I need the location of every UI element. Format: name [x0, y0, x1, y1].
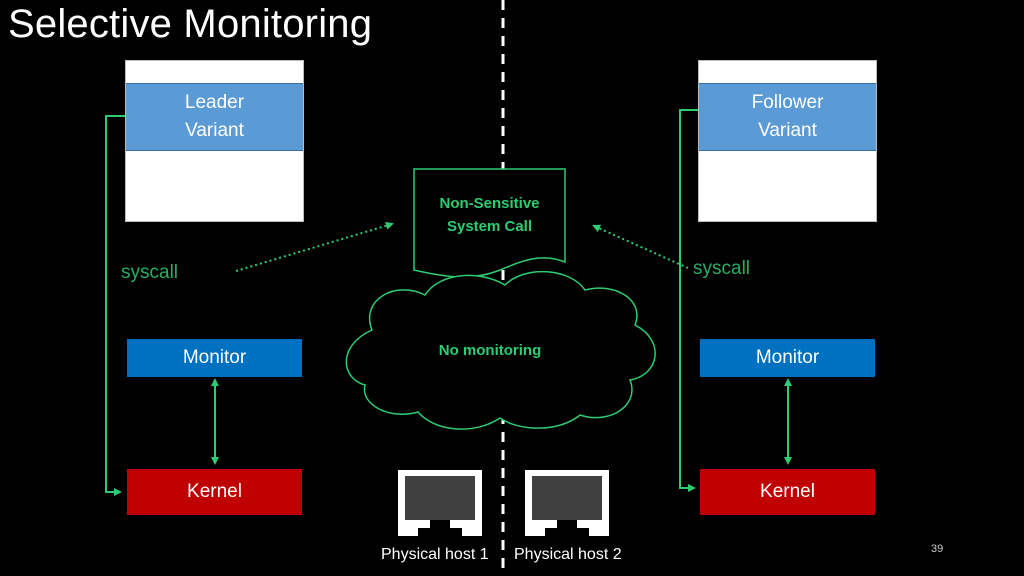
left-syscall-connector	[105, 115, 125, 496]
slide-title: Selective Monitoring	[8, 2, 373, 46]
leader-variant-label: Leader Variant	[126, 83, 303, 151]
host-1-label: Physical host 1	[381, 546, 489, 563]
left-kernel-box: Kernel	[127, 469, 302, 515]
cloud-shape	[345, 270, 656, 430]
right-monitor-box: Monitor	[700, 339, 875, 377]
document-shape	[413, 168, 566, 278]
monitor-icon	[398, 470, 482, 536]
page-number: 39	[931, 543, 944, 555]
follower-variant-label: Follower Variant	[699, 83, 876, 151]
monitor-icon	[525, 470, 609, 536]
left-dotted-arrow	[235, 221, 394, 272]
right-kernel-box: Kernel	[700, 469, 875, 515]
right-syscall-label: syscall	[693, 258, 751, 279]
right-syscall-connector	[679, 109, 698, 492]
right-dotted-arrow	[592, 224, 689, 269]
follower-variant-box: Follower Variant	[698, 60, 877, 222]
host-2-label: Physical host 2	[514, 546, 622, 563]
left-monitor-box: Monitor	[127, 339, 302, 377]
left-syscall-label: syscall	[121, 262, 179, 283]
leader-variant-box: Leader Variant	[125, 60, 304, 222]
no-monitoring-label: No monitoring	[438, 342, 542, 359]
non-sensitive-syscall-label: Non-Sensitive System Call	[439, 195, 540, 235]
